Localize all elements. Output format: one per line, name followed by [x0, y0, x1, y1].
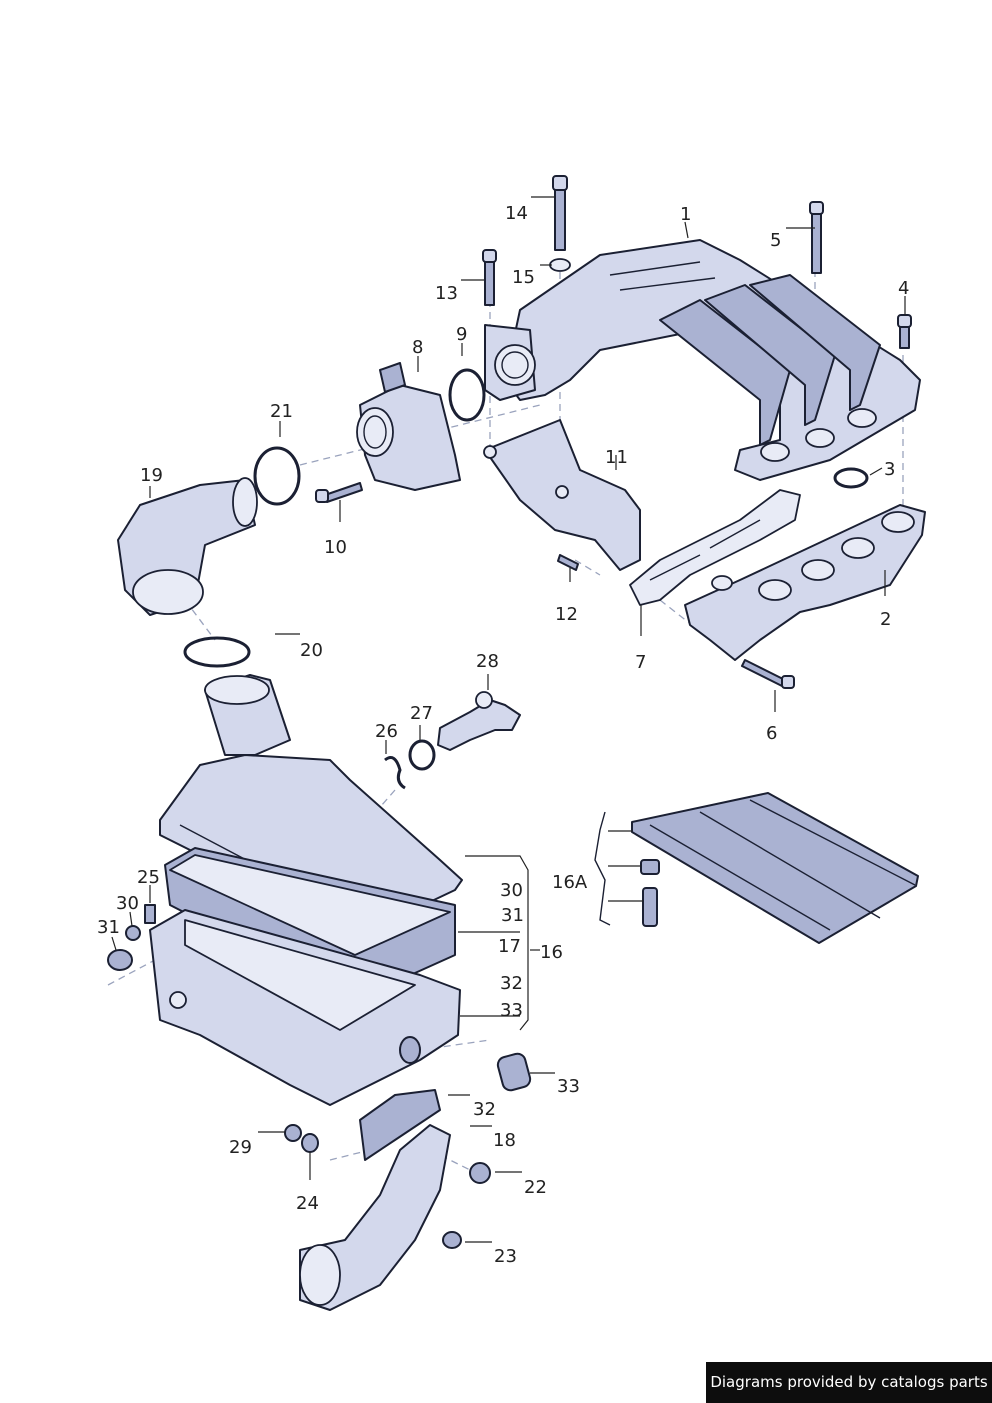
- callout-12: 12: [555, 604, 578, 625]
- callout-33-bottom: 33: [557, 1076, 580, 1097]
- callout-30-left: 30: [116, 893, 139, 914]
- bolts: [315, 175, 912, 689]
- throttle-body: [356, 362, 461, 491]
- callout-23: 23: [494, 1246, 517, 1267]
- credit-banner: Diagrams provided by catalogs parts: [706, 1362, 992, 1403]
- callout-16A: 16A: [552, 872, 588, 893]
- o-ring-9: [448, 368, 486, 422]
- callout-1: 1: [680, 204, 691, 225]
- callout-20: 20: [300, 640, 323, 661]
- callout-22: 22: [524, 1177, 547, 1198]
- callout-9: 9: [456, 324, 467, 345]
- callout-6: 6: [766, 723, 777, 744]
- callout-33-right: 33: [500, 1000, 523, 1021]
- callout-4: 4: [898, 278, 909, 299]
- filter-element-16A: [594, 792, 919, 944]
- callout-18: 18: [493, 1130, 516, 1151]
- callout-32-bottom: 32: [473, 1099, 496, 1120]
- callout-30-right: 30: [500, 880, 523, 901]
- callout-24: 24: [296, 1193, 319, 1214]
- callout-28: 28: [476, 651, 499, 672]
- air-filter-housing-lower: [149, 909, 461, 1106]
- bracket: [483, 419, 641, 571]
- callout-29: 29: [229, 1137, 252, 1158]
- callout-17: 17: [498, 936, 521, 957]
- callout-11: 11: [605, 447, 628, 468]
- hose-clamp-20: [183, 636, 251, 668]
- intake-duct: [299, 1089, 451, 1311]
- gasket: [629, 489, 801, 606]
- intake-manifold-upper: [484, 239, 921, 481]
- callout-8: 8: [412, 337, 423, 358]
- exhaust-manifold: [684, 504, 926, 661]
- callout-14: 14: [505, 203, 528, 224]
- callout-2: 2: [880, 609, 891, 630]
- callout-10: 10: [324, 537, 347, 558]
- intake-hose: [117, 477, 258, 616]
- callout-15: 15: [512, 267, 535, 288]
- air-mass-sensor: [437, 691, 521, 751]
- callout-13: 13: [435, 283, 458, 304]
- callout-19: 19: [140, 465, 163, 486]
- callout-26: 26: [375, 721, 398, 742]
- o-ring-3: [833, 467, 869, 489]
- callout-3: 3: [884, 459, 895, 480]
- callout-27: 27: [410, 703, 433, 724]
- leader-lines: [111, 196, 906, 1243]
- callout-31-left: 31: [97, 917, 120, 938]
- callout-labels: 1 2 3 4 5 6 7 8 9 10 11 12 13 14 15 16 1…: [97, 203, 909, 1267]
- small-parts: [107, 904, 532, 1249]
- sensor-seal-27: [408, 739, 436, 771]
- air-filter-element: [164, 847, 456, 1001]
- retaining-clip-26: [384, 756, 406, 790]
- hose-clamp-21: [253, 446, 301, 506]
- callout-31-right: 31: [501, 905, 524, 926]
- callout-5: 5: [770, 230, 781, 251]
- callout-25: 25: [137, 867, 160, 888]
- callout-16: 16: [540, 942, 563, 963]
- callout-21: 21: [270, 401, 293, 422]
- callout-7: 7: [635, 652, 646, 673]
- callout-32-right: 32: [500, 973, 523, 994]
